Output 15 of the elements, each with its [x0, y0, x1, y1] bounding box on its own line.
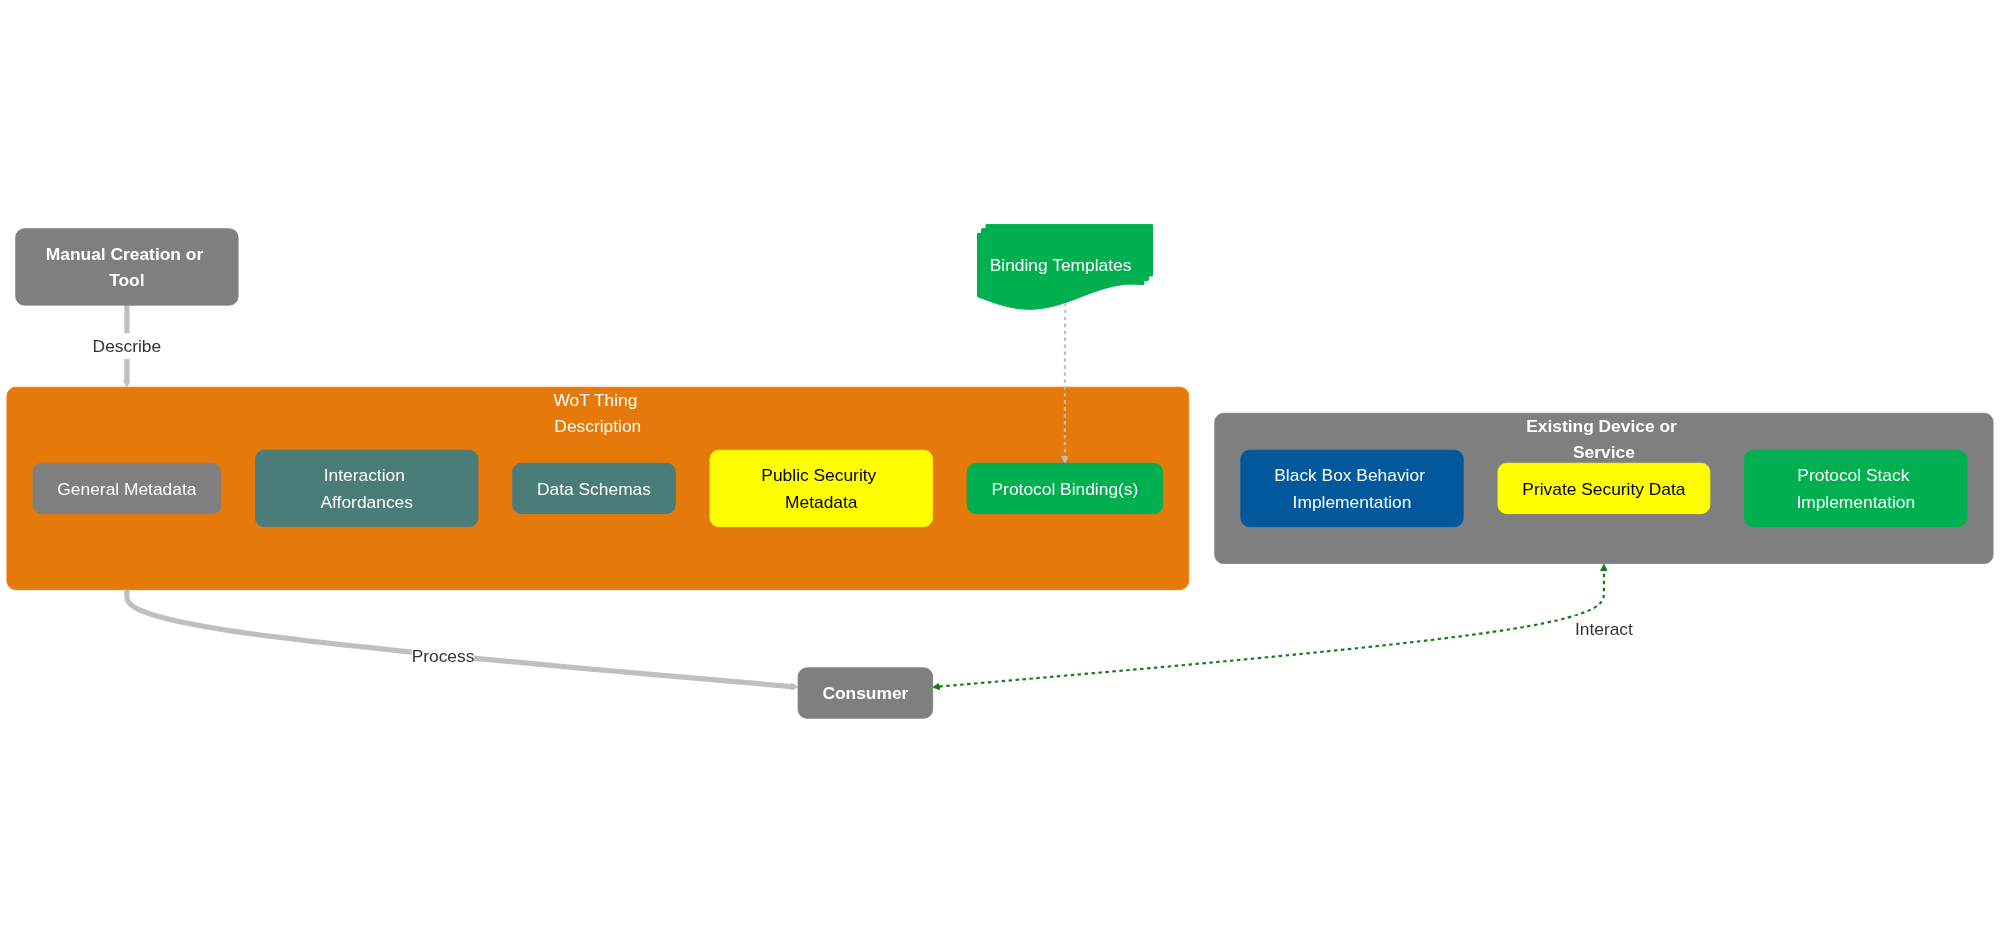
node-box: Data Schemas — [512, 462, 676, 515]
node-box: Consumer — [797, 667, 934, 719]
arrow — [1061, 302, 1069, 464]
node-box: Manual Creation or Tool — [15, 228, 239, 306]
node-box: General Metadata — [32, 462, 222, 515]
edge-label: Process — [411, 646, 475, 666]
node-box: Protocol Binding(s) — [966, 462, 1164, 515]
node-box: Protocol Stack Implementation — [1744, 449, 1968, 528]
arrow — [932, 563, 1608, 691]
node-box: Private Security Data — [1497, 462, 1711, 515]
node-box: Black Box Behavior Implementation — [1240, 449, 1464, 528]
edge-label: Interact — [1574, 619, 1633, 639]
edge-label: Describe — [92, 336, 162, 356]
node-box: Public Security Metadata — [709, 449, 933, 528]
node-box: Interaction Affordances — [255, 449, 479, 528]
